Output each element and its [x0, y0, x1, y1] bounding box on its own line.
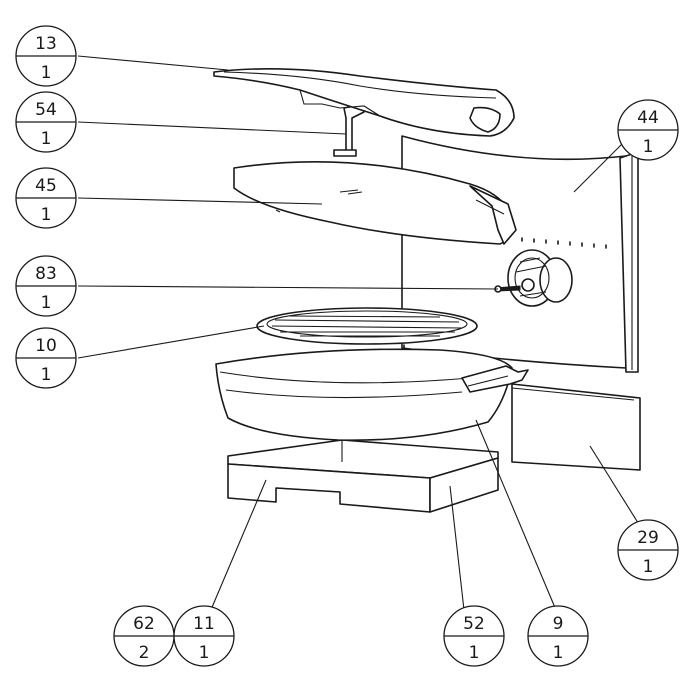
callout-52-part: 52	[463, 614, 485, 634]
callout-9-part: 9	[553, 614, 564, 634]
callout-13-qty: 1	[41, 63, 52, 83]
callout-45: 45 1	[15, 167, 77, 229]
callout-44-part: 44	[637, 108, 659, 128]
callout-11: 11 1	[173, 605, 235, 667]
callout-9-qty: 1	[553, 643, 564, 663]
leader-lines	[77, 55, 641, 613]
panel-dot-row	[521, 237, 607, 249]
part-10-grill-grate	[256, 307, 478, 345]
callout-29: 29 1	[617, 519, 679, 581]
callout-29-qty: 1	[643, 557, 654, 577]
callout-44: 44 1	[617, 99, 679, 161]
callout-13: 13 1	[15, 25, 77, 87]
callout-11-qty: 1	[199, 643, 210, 663]
callout-45-part: 45	[35, 176, 57, 196]
callout-44-qty: 1	[643, 137, 654, 157]
callout-54-qty: 1	[41, 129, 52, 149]
callout-83-part: 83	[35, 264, 57, 284]
callout-62-qty: 2	[139, 643, 150, 663]
callout-11-part: 11	[193, 614, 215, 634]
callout-45-qty: 1	[41, 205, 52, 225]
callout-29-part: 29	[637, 528, 659, 548]
callout-83-qty: 1	[41, 293, 52, 313]
callout-10-part: 10	[35, 336, 57, 356]
callout-9: 9 1	[527, 605, 589, 667]
callout-62-part: 62	[133, 614, 155, 634]
callout-52: 52 1	[443, 605, 505, 667]
part-54-hinge-pin	[333, 103, 365, 157]
callout-62: 62 2	[113, 605, 175, 667]
callout-83: 83 1	[15, 255, 77, 317]
callout-10-qty: 1	[41, 365, 52, 385]
part-29-base-panel	[403, 344, 641, 471]
callout-54: 54 1	[15, 91, 77, 153]
part-9-pan	[215, 348, 529, 441]
callout-13-part: 13	[35, 34, 57, 54]
part-45-lid-plate	[233, 161, 517, 245]
part-13-top-lid	[213, 68, 515, 137]
part-52-drawer	[227, 439, 499, 513]
callout-52-qty: 1	[469, 643, 480, 663]
part-83-knob	[494, 249, 573, 307]
callout-10: 10 1	[15, 327, 77, 389]
callout-54-part: 54	[35, 100, 57, 120]
